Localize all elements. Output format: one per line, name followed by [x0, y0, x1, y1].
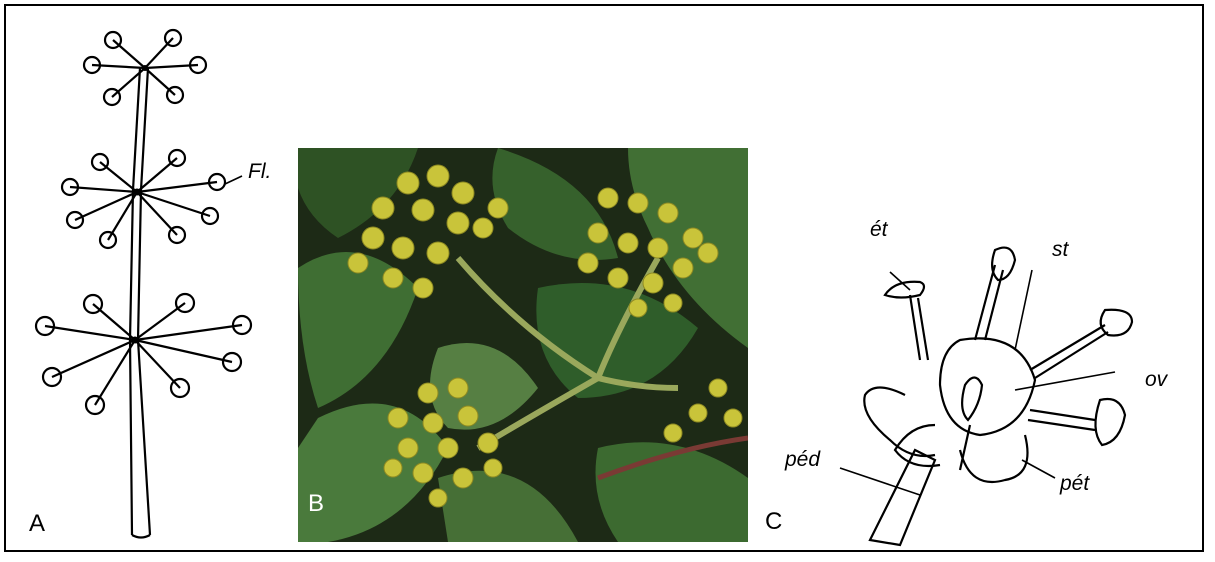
- panel-c: ét st ov péd pét C: [760, 210, 1200, 550]
- panel-c-letter: C: [765, 508, 782, 536]
- pointer-ped: [840, 468, 920, 495]
- panel-b-photo: B: [298, 148, 748, 542]
- label-st: st: [1052, 238, 1068, 262]
- label-ped: péd: [785, 448, 820, 472]
- label-et: ét: [870, 218, 888, 242]
- label-ov: ov: [1145, 368, 1167, 392]
- pedicel: [870, 450, 935, 545]
- stem-line-right: [138, 68, 150, 535]
- petal-left: [864, 388, 935, 457]
- panel-b-letter: B: [308, 490, 324, 518]
- label-pet: pét: [1060, 472, 1089, 496]
- pointer-pet: [1022, 460, 1055, 478]
- ivy-photo: [298, 148, 748, 542]
- flower-diagram: [760, 210, 1200, 550]
- anther-3: [1101, 310, 1132, 336]
- pointer-ov: [1015, 372, 1115, 390]
- panel-a-letter: A: [29, 510, 45, 538]
- umbel-drawing: [20, 20, 290, 550]
- anther-4: [1095, 399, 1125, 445]
- lower-umbel: [36, 294, 251, 414]
- anther-5: [962, 378, 982, 421]
- fl-pointer: [225, 176, 242, 184]
- label-fl: Fl.: [248, 160, 271, 184]
- anther-2: [992, 248, 1015, 280]
- panel-a: Fl. A: [20, 20, 290, 550]
- pointer-st: [1015, 270, 1032, 350]
- ovary: [940, 338, 1035, 435]
- petal-bottom: [960, 435, 1028, 482]
